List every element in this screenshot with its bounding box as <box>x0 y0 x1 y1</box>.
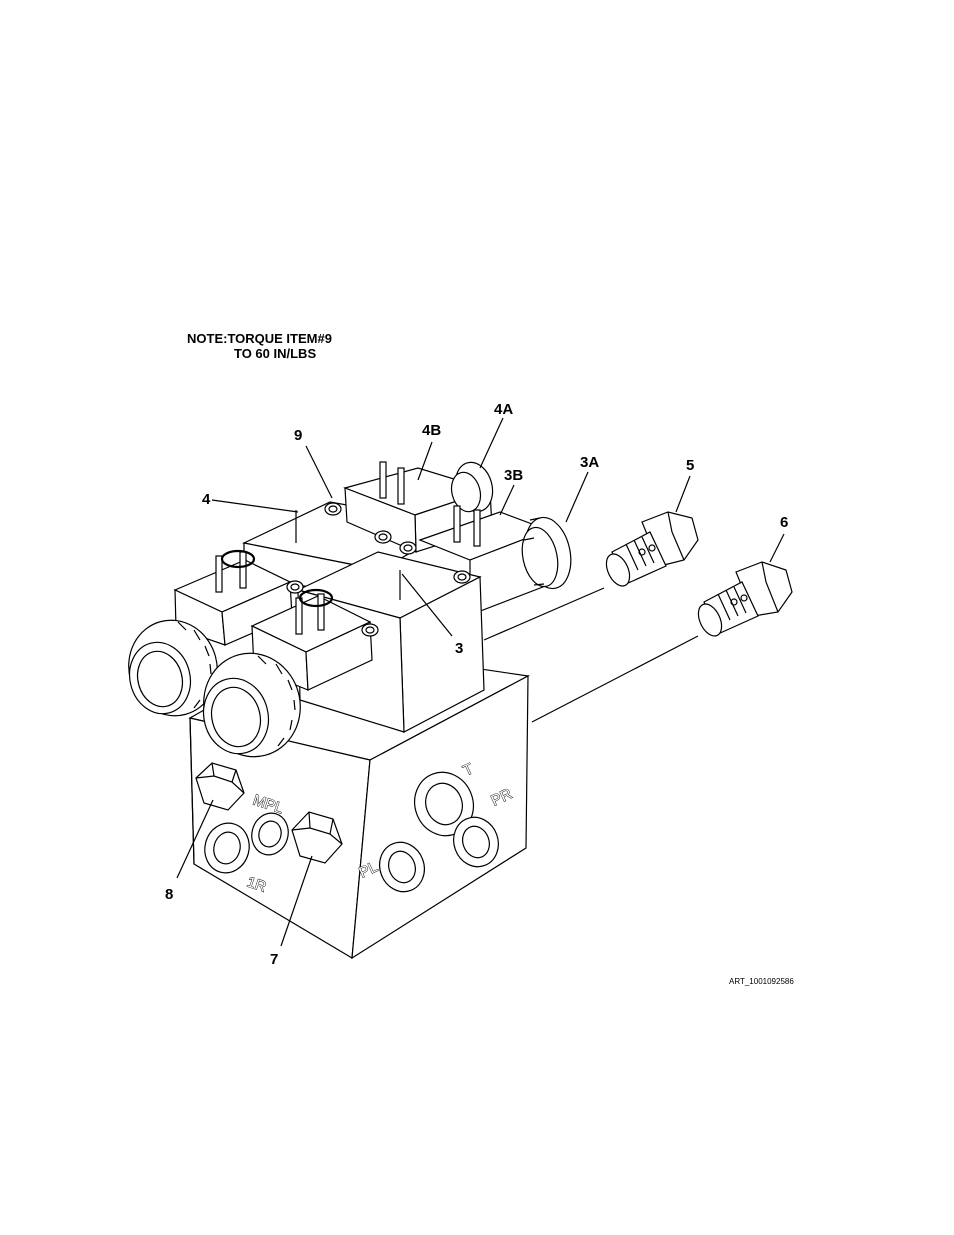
port-pl <box>379 841 425 893</box>
cartridge-5 <box>605 511 699 587</box>
port-1r <box>204 822 250 874</box>
nut-4-left <box>128 619 218 717</box>
callout-4: 4 <box>202 491 211 508</box>
callout-9: 9 <box>294 427 302 444</box>
port-pr <box>453 816 499 868</box>
callout-3a: 3A <box>580 454 599 471</box>
callout-3: 3 <box>455 640 463 657</box>
callout-4a: 4A <box>494 401 513 418</box>
torque-note-line1: NOTE:TORQUE ITEM#9 <box>187 331 332 346</box>
callout-7: 7 <box>270 951 278 968</box>
callout-5: 5 <box>686 457 694 474</box>
leader-lines <box>176 417 785 947</box>
nut-4a <box>450 461 494 513</box>
hex-plug-7 <box>291 811 343 864</box>
nut-3-left <box>202 652 301 758</box>
callout-8: 8 <box>165 886 173 903</box>
hex-plug-8 <box>195 762 245 811</box>
callout-3b: 3B <box>504 467 523 484</box>
art-id: ART_1001092586 <box>729 977 794 986</box>
port-mpl <box>251 812 289 856</box>
port-label-1r: 1R <box>245 874 269 896</box>
cartridge-6 <box>697 561 793 637</box>
port-t <box>414 771 474 837</box>
torque-note-line2: TO 60 IN/LBS <box>234 346 317 361</box>
callout-4b: 4B <box>422 422 441 439</box>
callout-6: 6 <box>780 514 788 531</box>
coil-3-left <box>250 588 373 691</box>
screw-9 <box>286 502 471 637</box>
nut-3a <box>521 516 572 590</box>
